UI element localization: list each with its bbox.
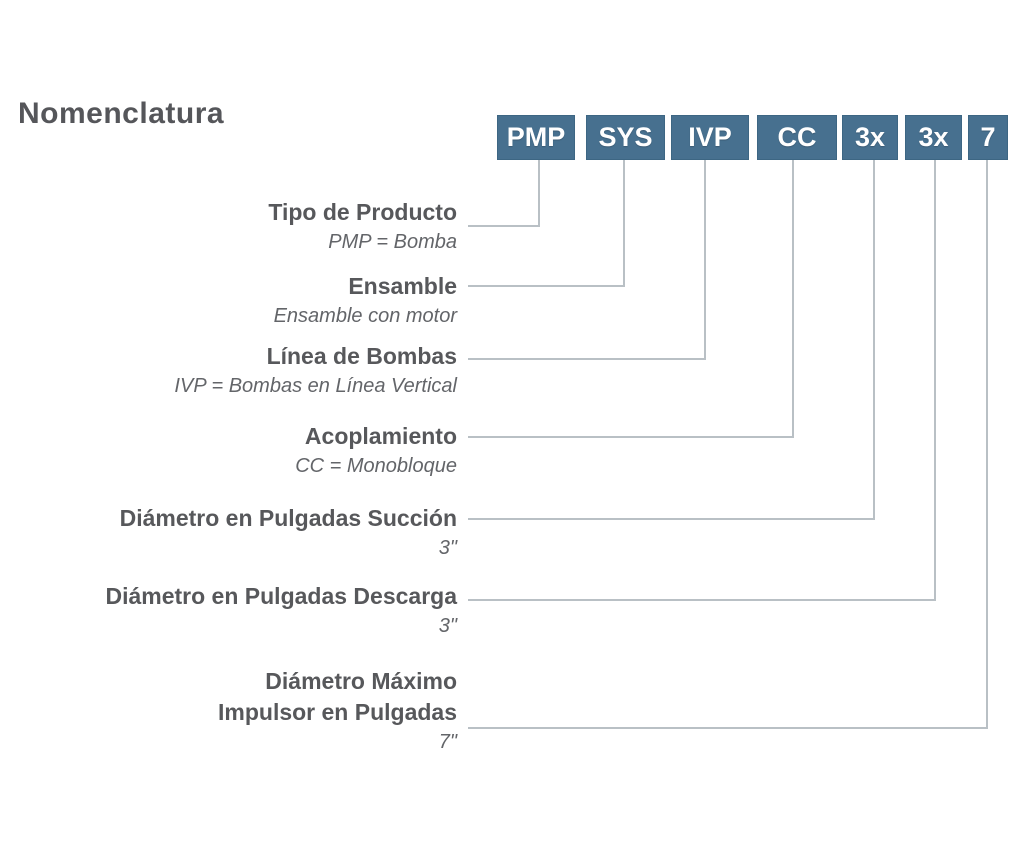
connector-line (468, 727, 988, 729)
code-segment-pump-line: IVP (671, 115, 749, 160)
row-sublabel: 3" (438, 537, 457, 559)
row-label: Acoplamiento (304, 423, 457, 449)
connector-line (873, 160, 875, 520)
code-segment-coupling: CC (757, 115, 837, 160)
row-sublabel: 3" (438, 615, 457, 637)
row-sublabel: Ensamble con motor (273, 305, 457, 327)
code-segment-assembly: SYS (586, 115, 665, 160)
label-row-assembly: Ensamble Ensamble con motor (0, 271, 457, 331)
label-row-discharge-diameter: Diámetro en Pulgadas Descarga 3" (0, 581, 457, 641)
code-segment-impeller-diameter: 7 (968, 115, 1008, 160)
row-label: Tipo de Producto (268, 199, 457, 225)
label-row-product-type: Tipo de Producto PMP = Bomba (0, 197, 457, 257)
row-label: Diámetro en Pulgadas Succión (119, 505, 457, 531)
row-label: Diámetro Máximo Impulsor en Pulgadas (218, 668, 457, 725)
page-title: Nomenclatura (18, 97, 225, 130)
code-segment-discharge-diameter: 3x (905, 115, 962, 160)
connector-line (704, 160, 706, 360)
connector-line (792, 160, 794, 438)
connector-line (934, 160, 936, 601)
connector-line (468, 285, 625, 287)
connector-line (468, 358, 706, 360)
label-row-pump-line: Línea de Bombas IVP = Bombas en Línea Ve… (0, 341, 457, 401)
label-row-impeller-diameter: Diámetro Máximo Impulsor en Pulgadas 7" (0, 666, 457, 757)
label-row-suction-diameter: Diámetro en Pulgadas Succión 3" (0, 503, 457, 563)
row-sublabel: IVP = Bombas en Línea Vertical (174, 375, 457, 397)
connector-line (986, 160, 988, 729)
connector-line (623, 160, 625, 287)
label-row-coupling: Acoplamiento CC = Monobloque (0, 421, 457, 481)
row-label: Diámetro en Pulgadas Descarga (105, 583, 457, 609)
connector-line (468, 225, 540, 227)
code-segment-product-type: PMP (497, 115, 575, 160)
connector-line (468, 436, 794, 438)
row-sublabel: 7" (438, 731, 457, 753)
row-sublabel: PMP = Bomba (328, 231, 457, 253)
row-label: Línea de Bombas (266, 343, 457, 369)
connector-line (468, 599, 936, 601)
code-segment-suction-diameter: 3x (842, 115, 898, 160)
row-label: Ensamble (348, 273, 457, 299)
row-sublabel: CC = Monobloque (295, 455, 457, 477)
connector-line (468, 518, 875, 520)
connector-line (538, 160, 540, 227)
